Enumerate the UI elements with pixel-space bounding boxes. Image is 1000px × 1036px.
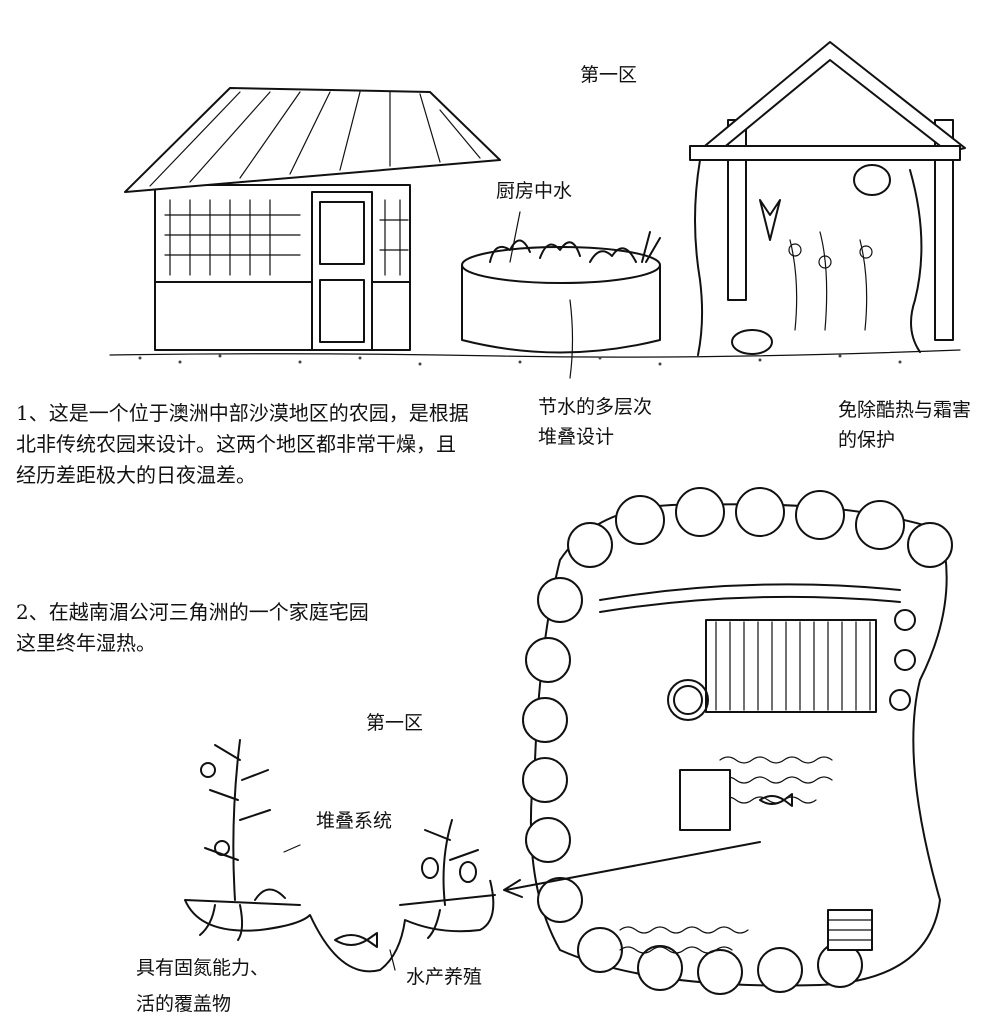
stacking-system-label: 堆叠系统 — [316, 810, 393, 832]
nitrogen-mulch-label-line2: 活的覆盖物 — [136, 993, 232, 1015]
stacking-design-label-line2: 堆叠设计 — [538, 426, 615, 448]
nitrogen-mulch-label: 具有固氮能力、 活的覆盖物 — [136, 950, 269, 1022]
protection-label: 免除酷热与霜害 的保护 — [838, 395, 971, 455]
zoom-arrow — [503, 841, 761, 898]
scene1-zone-label: 第一区 — [580, 64, 638, 86]
homestead-plan-drawing — [522, 487, 953, 995]
stacking-design-label-line1: 节水的多层次 — [538, 396, 653, 418]
scene2-caption-line1: 2、在越南湄公河三角洲的一个家庭宅园 — [16, 600, 369, 624]
hut-drawing — [124, 87, 501, 351]
scene1-ground — [109, 349, 961, 366]
scene1-caption-line1: 1、这是一个位于澳洲中部沙漠地区的农园，是根据 — [16, 401, 469, 425]
scene2-caption: 2、在越南湄公河三角洲的一个家庭宅园 这里终年湿热。 — [16, 597, 369, 659]
aquaculture-label: 水产养殖 — [406, 966, 483, 988]
stacking-design-label: 节水的多层次 堆叠设计 — [538, 392, 652, 452]
scene1-leader-lines — [509, 211, 521, 263]
kitchen-water-label: 厨房中水 — [496, 180, 573, 202]
pergola-drawing — [689, 41, 966, 356]
scene1-caption: 1、这是一个位于澳洲中部沙漠地区的农园，是根据 北非传统农园来设计。这两个地区都… — [16, 398, 469, 491]
scene2-zone-label: 第一区 — [366, 712, 424, 734]
protection-label-line2: 的保护 — [838, 429, 896, 451]
protection-label-line1: 免除酷热与霜害 — [838, 399, 972, 421]
scene1-caption-line3: 经历差距极大的日夜温差。 — [16, 463, 256, 487]
scene1-caption-line2: 北非传统农园来设计。这两个地区都非常干燥，且 — [16, 432, 456, 456]
cross-section-drawing — [184, 739, 496, 973]
scene2-caption-line2: 这里终年湿热。 — [16, 631, 156, 655]
nitrogen-mulch-label-line1: 具有固氮能力、 — [136, 957, 270, 979]
